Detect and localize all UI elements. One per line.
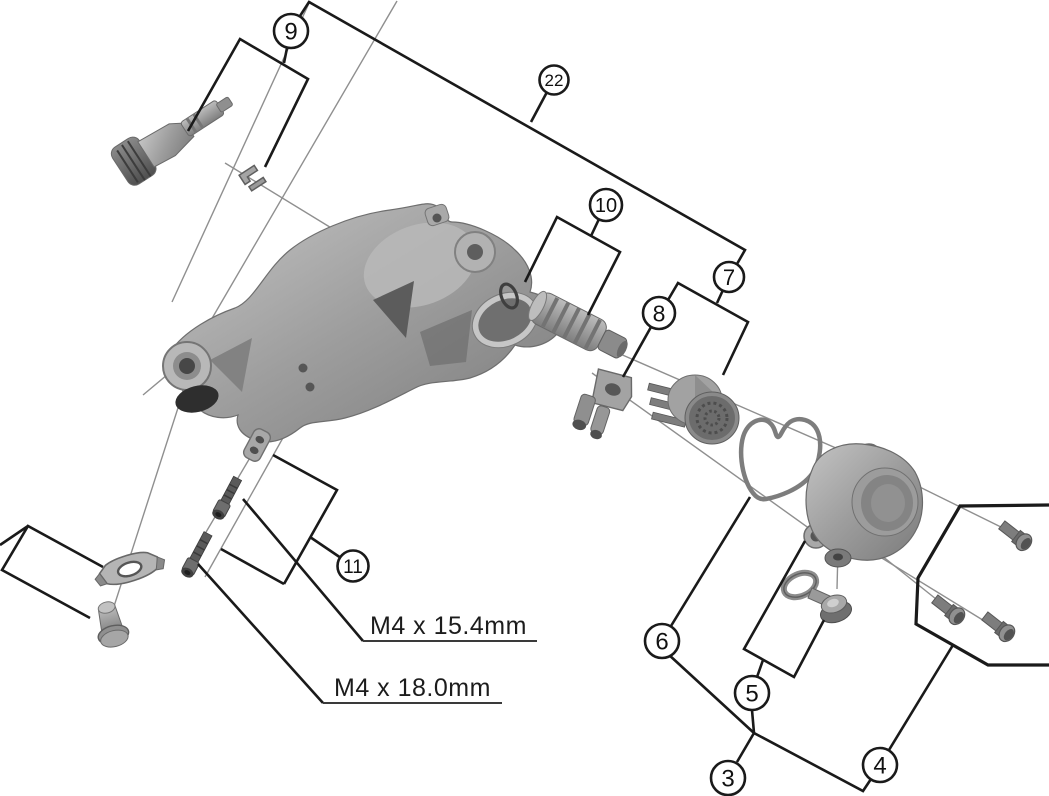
washer-plate-part bbox=[94, 551, 166, 587]
swivel-part bbox=[242, 428, 272, 462]
callout-4: 4 bbox=[861, 746, 899, 784]
callout-22: 22 bbox=[538, 64, 570, 96]
callout-9: 9 bbox=[272, 12, 310, 50]
spring-unit-part bbox=[528, 290, 628, 359]
callout-3-number: 3 bbox=[721, 766, 734, 793]
callout-11-number: 11 bbox=[343, 557, 363, 578]
housing-part bbox=[803, 443, 924, 568]
callout-3: 3 bbox=[709, 759, 747, 796]
m4-bolt-18mm-part bbox=[181, 531, 213, 578]
callout-7-number: 7 bbox=[723, 265, 735, 290]
derailleur-body-part bbox=[162, 203, 565, 443]
fixing-screw-part bbox=[931, 594, 966, 626]
callout-9-number: 9 bbox=[284, 19, 297, 46]
gasket-part bbox=[738, 417, 823, 502]
callout-11: 11 bbox=[336, 549, 370, 583]
callout-5: 5 bbox=[733, 674, 771, 712]
fixing-screw-part bbox=[981, 611, 1016, 643]
dimension-label-m4x15.4: M4 x 15.4mm bbox=[370, 612, 527, 640]
o-ring-part bbox=[499, 282, 519, 310]
barrel-nut-part bbox=[97, 601, 130, 648]
e-clip-part bbox=[238, 164, 267, 192]
callout-7: 7 bbox=[712, 260, 746, 294]
callout-10: 10 bbox=[588, 187, 624, 223]
cable-clamp-part bbox=[572, 368, 633, 440]
callout-6: 6 bbox=[643, 622, 681, 660]
callout-22-number: 22 bbox=[545, 71, 564, 90]
cable-adjuster-part bbox=[110, 96, 233, 186]
callout-8: 8 bbox=[641, 295, 677, 331]
grommet-ring-part bbox=[780, 569, 853, 624]
fixing-screw-part bbox=[998, 520, 1033, 552]
callout-8-number: 8 bbox=[653, 300, 666, 326]
dimension-label-m4x18.0: M4 x 18.0mm bbox=[334, 674, 491, 702]
m4-bolt-15mm-part bbox=[212, 475, 243, 520]
core-drum-part bbox=[647, 374, 740, 445]
callout-5-number: 5 bbox=[745, 681, 758, 708]
callout-10-number: 10 bbox=[595, 195, 617, 217]
callout-4-number: 4 bbox=[873, 753, 886, 780]
callout-6-number: 6 bbox=[655, 629, 668, 656]
